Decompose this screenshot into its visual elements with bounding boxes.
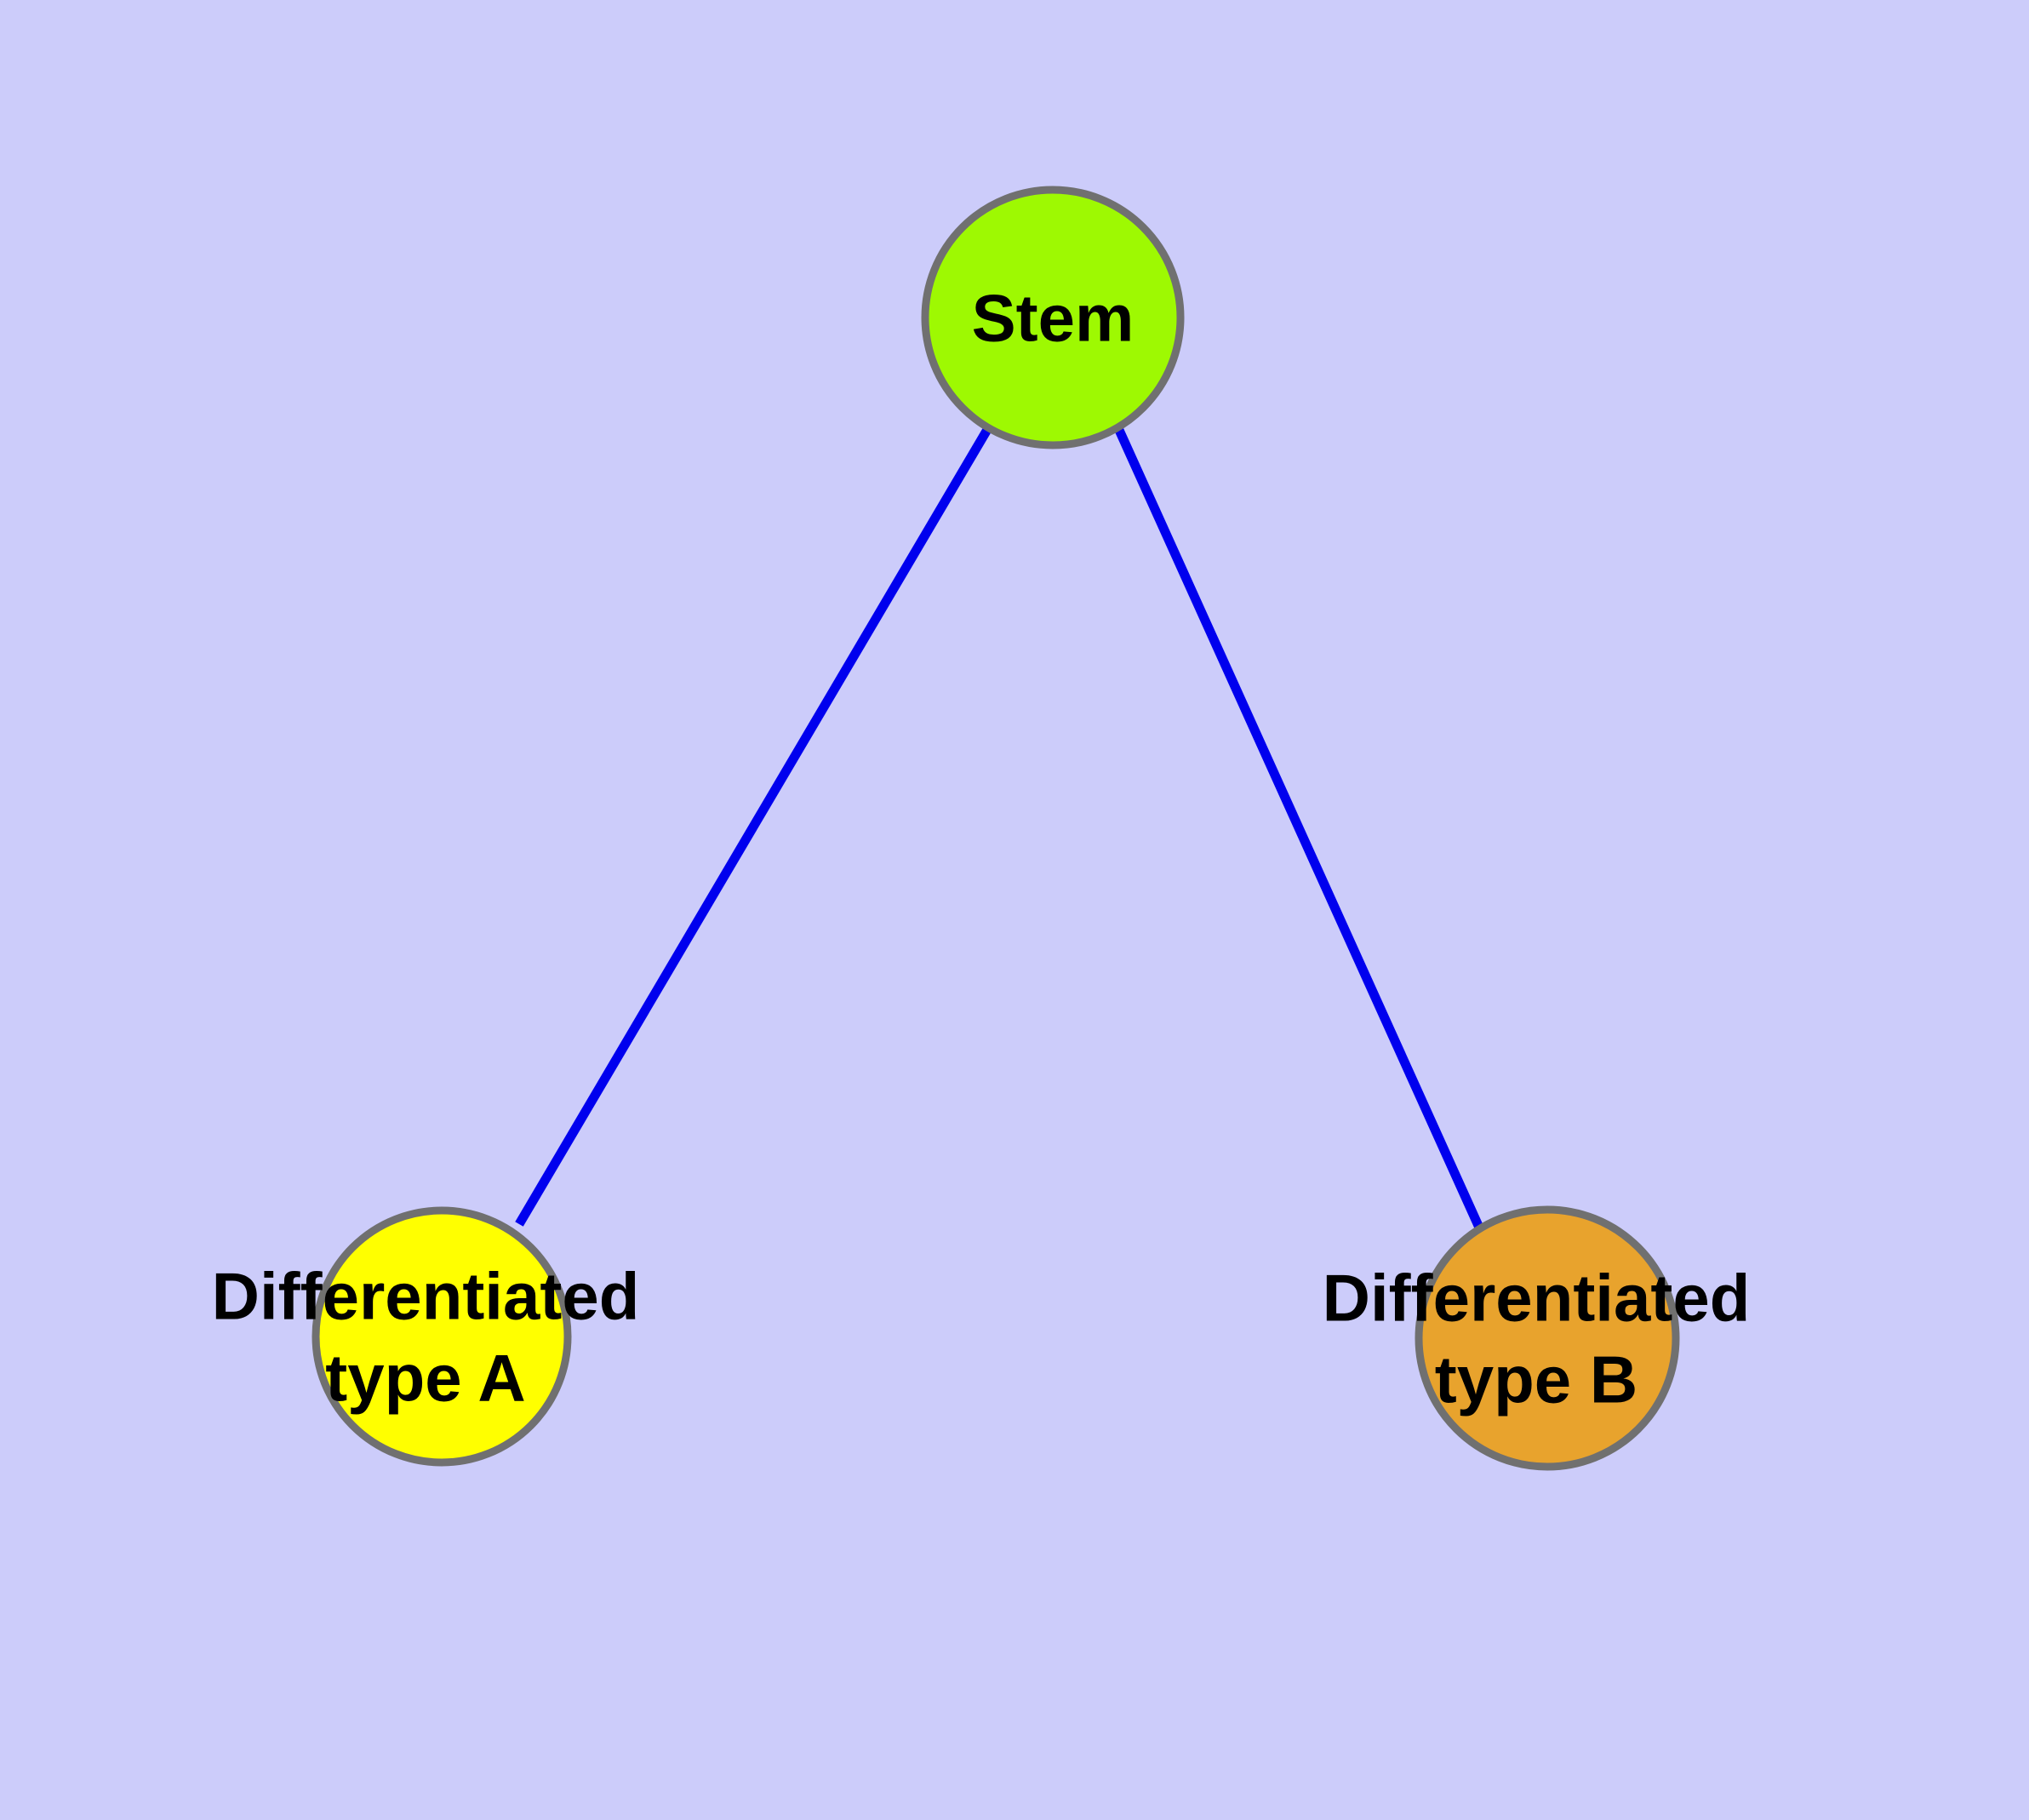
node-label-line: Differentiated [1323, 1260, 1751, 1335]
node-label-line: Differentiated [212, 1258, 640, 1333]
node-layer [311, 186, 1680, 1471]
node-label-line: type B [1435, 1342, 1637, 1417]
node-label-line: Stem [972, 280, 1135, 355]
edge-stem-diff-a[interactable] [515, 426, 992, 1227]
node-diff_b[interactable] [1415, 1205, 1680, 1471]
edge-stem-diff-b[interactable] [1113, 426, 1484, 1230]
edge-layer [515, 426, 1484, 1230]
node-label-line: type A [325, 1340, 526, 1415]
node-diff_a[interactable] [311, 1206, 572, 1467]
node-label-stem: Stem [972, 280, 1135, 355]
node-stem[interactable] [921, 186, 1185, 449]
